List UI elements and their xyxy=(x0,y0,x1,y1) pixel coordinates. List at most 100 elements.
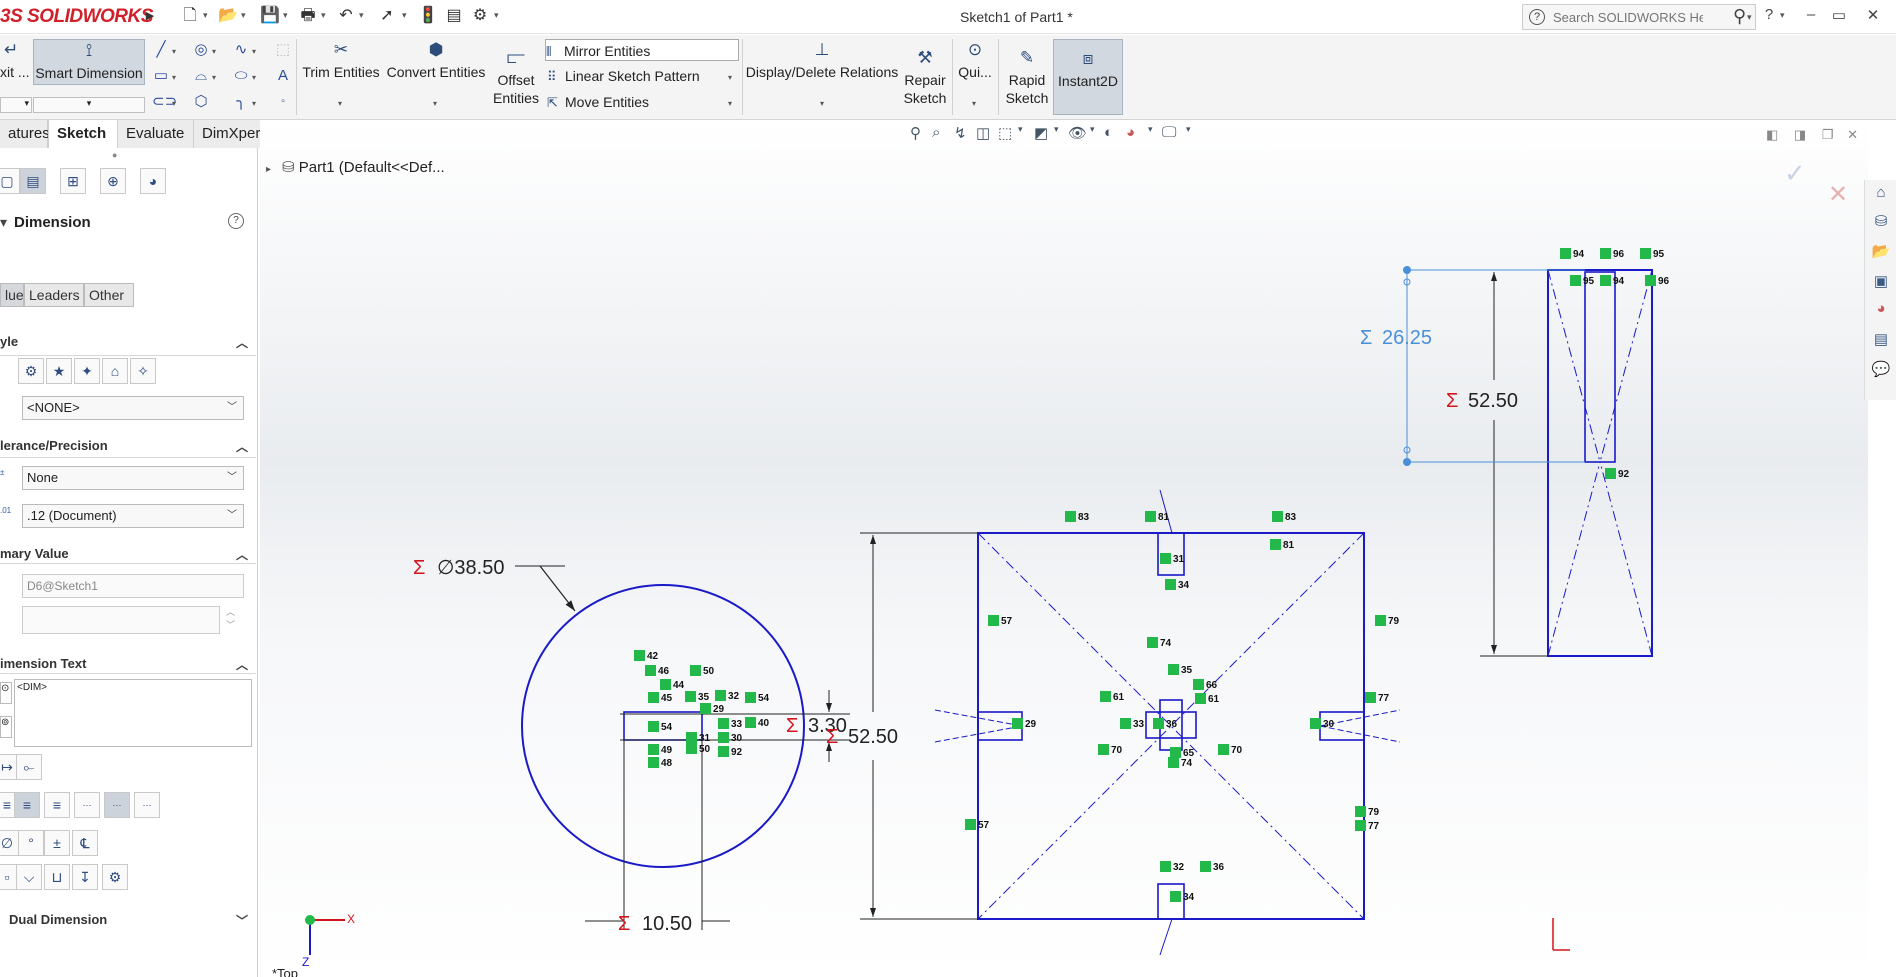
chevron-down-icon[interactable]: ▾ xyxy=(1090,124,1095,134)
tab-dimxpert[interactable]: DimXpert xyxy=(194,120,270,148)
construction-diagonal[interactable] xyxy=(1547,461,1601,657)
relation-icon[interactable] xyxy=(1160,861,1171,872)
chevron-down-icon[interactable]: ▾ xyxy=(1018,124,1023,134)
fillet-icon[interactable]: ╮ xyxy=(236,93,246,110)
relation-icon[interactable] xyxy=(1098,744,1109,755)
save-icon[interactable]: 💾 xyxy=(260,7,280,24)
dimension-text-field[interactable]: <DIM> xyxy=(14,679,252,747)
polygon-icon[interactable]: ⬡ xyxy=(194,93,208,110)
tab-other[interactable]: Other xyxy=(84,283,134,307)
dim-handle[interactable] xyxy=(1403,446,1411,454)
relation-icon[interactable] xyxy=(715,690,726,701)
tab-leaders[interactable]: Leaders xyxy=(24,283,84,307)
plus-minus-symbol-icon[interactable]: ± xyxy=(44,830,70,856)
relation-icon[interactable] xyxy=(1168,664,1179,675)
chevron-down-icon[interactable]: ▾ xyxy=(252,99,257,108)
solidworks-logo[interactable]: 3S SOLIDWORKS xyxy=(0,6,153,27)
relation-icon[interactable] xyxy=(1600,275,1611,286)
precision-select[interactable]: .12 (Document)﹀ xyxy=(22,504,244,528)
construction-line[interactable] xyxy=(934,709,1023,727)
relation-icon[interactable] xyxy=(1600,248,1611,259)
chevron-down-icon[interactable]: ▾ xyxy=(172,99,177,108)
relation-icon[interactable] xyxy=(1100,691,1111,702)
relation-icon[interactable] xyxy=(1310,718,1321,729)
spline-icon[interactable]: ∿ xyxy=(234,41,248,58)
construction-line[interactable] xyxy=(934,725,1023,743)
chevron-down-icon[interactable]: ▾ xyxy=(1148,124,1153,134)
open-folder-icon[interactable]: 📂 xyxy=(218,7,238,24)
sketch-circle[interactable] xyxy=(521,584,805,868)
slot-bottom[interactable] xyxy=(1157,883,1185,920)
chevron-down-icon[interactable]: ▾ xyxy=(402,10,407,20)
relation-icon[interactable] xyxy=(718,718,729,729)
home-icon[interactable]: ⌂ xyxy=(1876,184,1886,201)
counterbore-symbol-icon[interactable]: ⊔ xyxy=(44,864,70,890)
rectangle-icon[interactable]: ▭ xyxy=(153,67,169,84)
tab-features[interactable]: atures xyxy=(0,120,50,148)
appearances-icon[interactable]: ◕ xyxy=(1876,300,1886,317)
dimension-arrow-icon[interactable]: ⟜ xyxy=(16,754,42,780)
chevron-down-icon[interactable]: ▾ xyxy=(172,47,177,56)
sketch-rectangle-tall[interactable] xyxy=(1547,269,1653,657)
confirm-cancel-icon[interactable]: ✕ xyxy=(1828,181,1849,208)
chevron-down-icon[interactable]: ▾ xyxy=(321,10,326,20)
chevron-down-icon[interactable]: ▾ xyxy=(433,99,438,108)
chevron-down-icon[interactable]: ▾ xyxy=(283,10,288,20)
instant2d-button[interactable]: ⧈ Instant2D xyxy=(1053,39,1123,115)
relation-icon[interactable] xyxy=(1355,806,1366,817)
tolerance-type-select[interactable]: None﹀ xyxy=(22,466,244,490)
dim-52-50-left[interactable]: 52.50 xyxy=(848,726,898,748)
add-parentheses-icon[interactable]: ⊙ xyxy=(0,682,12,704)
scene-icon[interactable]: ◕ xyxy=(1126,124,1136,141)
text-middle-icon[interactable]: ⋯ xyxy=(104,792,130,818)
close-icon[interactable]: ✕ xyxy=(1866,7,1880,24)
relation-icon[interactable] xyxy=(1560,248,1571,259)
view-settings-icon[interactable]: 🖵 xyxy=(1162,124,1177,141)
relation-icon[interactable] xyxy=(745,717,756,728)
relation-icon[interactable] xyxy=(1605,468,1616,479)
mirror-entities-button[interactable]: ⫴Mirror Entities xyxy=(545,39,739,61)
property-manager-icon[interactable]: ▤ xyxy=(20,168,46,194)
appearance-icon[interactable]: ◕ xyxy=(140,168,166,194)
view-palette-icon[interactable]: ▣ xyxy=(1873,273,1889,290)
collapse-icon[interactable]: ︿ xyxy=(235,548,248,562)
offset-entities-button[interactable]: ⫍ Offset Entities xyxy=(493,48,539,107)
chevron-down-icon[interactable]: ▾ xyxy=(0,97,32,113)
relation-icon[interactable] xyxy=(965,819,976,830)
forum-icon[interactable]: 💬 xyxy=(1871,361,1891,378)
diameter-symbol-icon[interactable]: ∅ xyxy=(0,830,20,856)
search-input[interactable] xyxy=(1553,7,1703,27)
feature-tree-flyout[interactable]: ⛁ Part1 (Default<<Def... xyxy=(282,159,445,176)
relation-icon[interactable] xyxy=(1170,891,1181,902)
tree-expand-icon[interactable]: ▸ xyxy=(266,164,272,175)
inspection-icon[interactable]: ⊚ xyxy=(0,716,12,738)
relation-icon[interactable] xyxy=(1640,248,1651,259)
relation-icon[interactable] xyxy=(1365,692,1376,703)
options-gear-icon[interactable]: ⚙ xyxy=(472,7,488,24)
new-document-icon[interactable]: 🗋 xyxy=(183,7,197,24)
dimension-name-field[interactable]: D6@Sketch1 xyxy=(22,574,244,598)
chevron-down-icon[interactable]: ▾ xyxy=(1780,10,1785,20)
search-icon[interactable]: ⚲ xyxy=(1733,6,1747,26)
hide-show-icon[interactable]: 👁 xyxy=(1068,125,1088,142)
quick-snaps-button[interactable]: ⊙ Qui... xyxy=(958,40,992,81)
relation-icon[interactable] xyxy=(686,743,697,754)
point-icon[interactable]: ▫ xyxy=(281,96,285,107)
relation-icon[interactable] xyxy=(648,721,659,732)
save-favorite-icon[interactable]: ⌂ xyxy=(102,358,128,384)
add-favorite-icon[interactable]: ★ xyxy=(46,358,72,384)
relation-icon[interactable] xyxy=(648,692,659,703)
relation-icon[interactable] xyxy=(1160,553,1171,564)
file-properties-icon[interactable]: ▤ xyxy=(446,7,462,24)
relation-icon[interactable] xyxy=(1065,511,1076,522)
relation-icon[interactable] xyxy=(1165,579,1176,590)
chevron-down-icon[interactable]: ▾ xyxy=(1186,124,1191,134)
chevron-down-icon[interactable]: ▾ xyxy=(359,10,364,20)
dim-handle[interactable] xyxy=(1403,458,1411,466)
relation-icon[interactable] xyxy=(700,703,711,714)
zoom-area-icon[interactable]: ⌕ xyxy=(932,124,941,141)
design-library-icon[interactable]: ⛁ xyxy=(1874,213,1888,230)
relation-icon[interactable] xyxy=(648,757,659,768)
smart-dimension-button[interactable]: ⟟ Smart Dimension xyxy=(33,39,145,85)
file-explorer-icon[interactable]: 📂 xyxy=(1871,243,1891,260)
